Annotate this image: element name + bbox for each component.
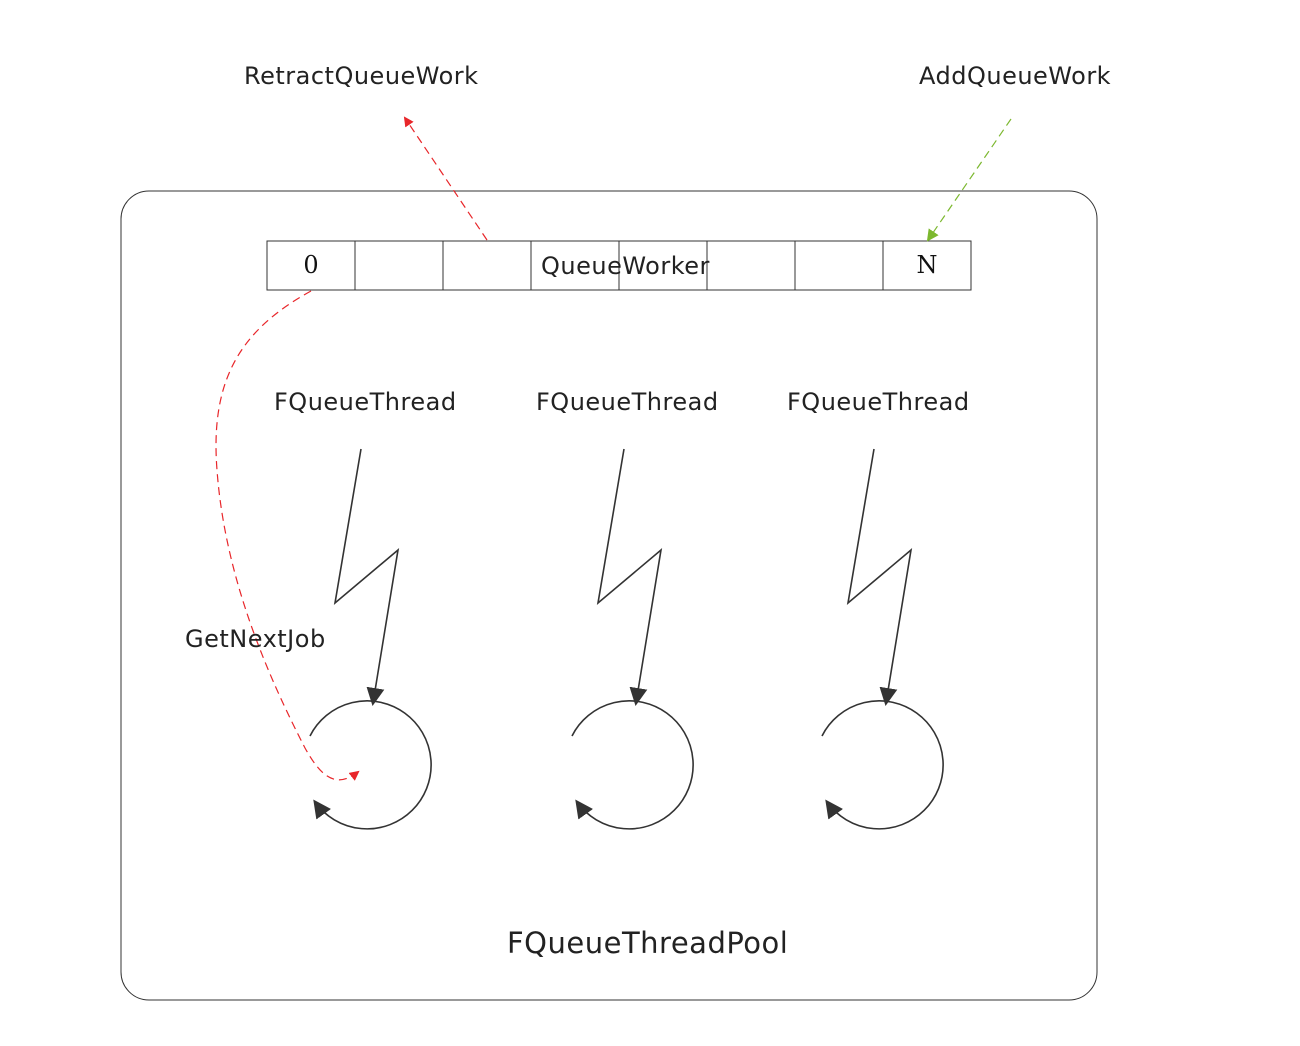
- queue-last-cell-label: N: [916, 251, 938, 279]
- lightning-bolt-icon: [596, 448, 663, 706]
- queue-first-cell-label: 0: [303, 251, 319, 279]
- get-next-job-arrow: [215, 290, 360, 781]
- thread-pool-container: [120, 190, 1098, 1001]
- retract-arrow: [403, 116, 488, 241]
- thread-2-label: FQueueThread: [536, 388, 719, 416]
- queue-cell: [794, 240, 884, 291]
- queue-cell: [354, 240, 444, 291]
- queue-cell: [442, 240, 532, 291]
- lightning-bolt-icon: [846, 448, 913, 706]
- loop-cycle-icon: [309, 700, 432, 830]
- thread-1-label: FQueueThread: [274, 388, 457, 416]
- queue-worker-label: QueueWorker: [541, 252, 710, 280]
- loop-cycle-icon: [821, 700, 944, 830]
- retract-queue-work-label: RetractQueueWork: [244, 62, 479, 90]
- thread-1: [309, 448, 432, 830]
- get-next-job-label: GetNextJob: [185, 625, 326, 653]
- queue-cell: [706, 240, 796, 291]
- add-arrow: [926, 118, 1012, 242]
- loop-cycle-icon: [571, 700, 694, 830]
- pool-title: FQueueThreadPool: [507, 926, 789, 960]
- thread-3-label: FQueueThread: [787, 388, 970, 416]
- thread-3: [821, 448, 944, 830]
- add-queue-work-label: AddQueueWork: [919, 62, 1112, 90]
- thread-2: [571, 448, 694, 830]
- lightning-bolt-icon: [333, 448, 400, 706]
